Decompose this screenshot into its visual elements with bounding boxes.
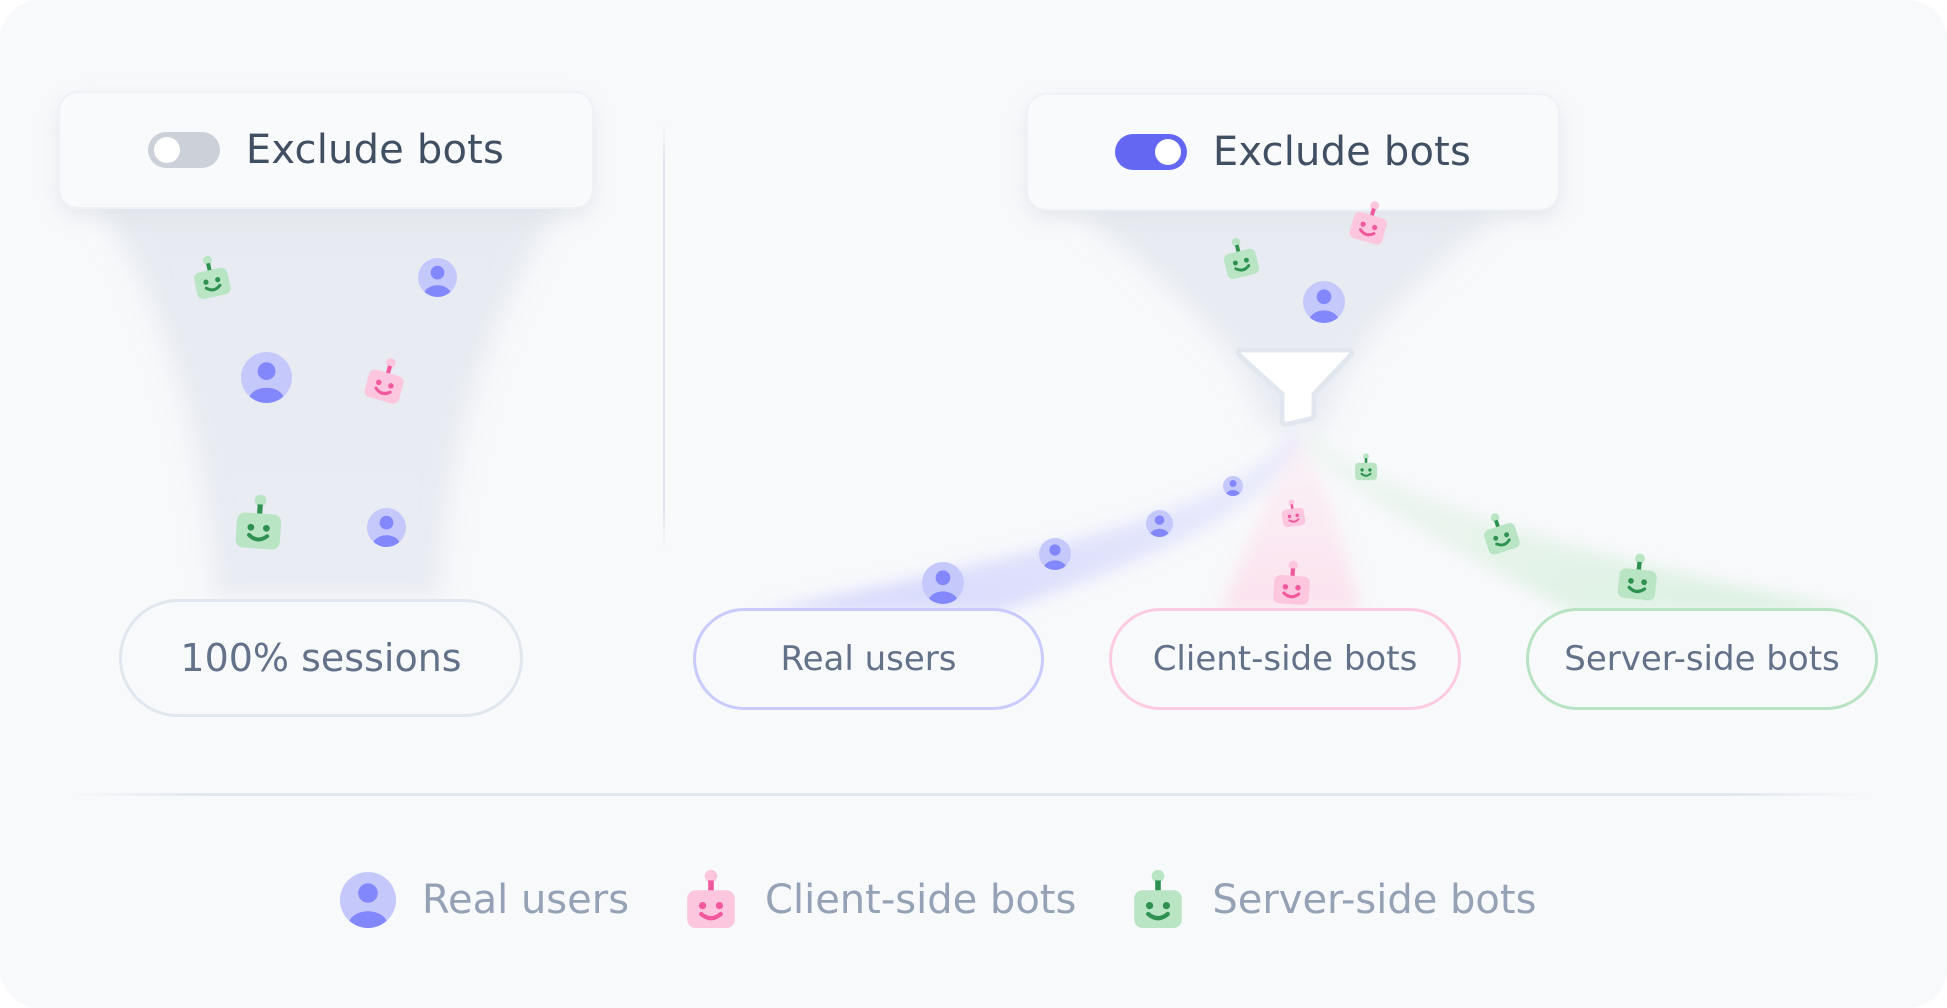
server-bot-icon [1475, 507, 1524, 558]
server-bot-icon [231, 493, 287, 554]
user-icon [1303, 281, 1345, 323]
user-icon [1145, 509, 1173, 537]
legend-divider [70, 793, 1870, 796]
server-side-bots-pill: Server-side bots [1526, 608, 1878, 710]
legend-label: Server-side bots [1212, 877, 1537, 923]
exclude-bots-label: Exclude bots [245, 127, 505, 173]
user-icon [1223, 476, 1243, 496]
left-stream [100, 210, 560, 600]
legend-label: Client-side bots [765, 877, 1077, 923]
client-bot-icon [1269, 558, 1314, 607]
all-sessions-pill: 100% sessions [119, 599, 523, 717]
client-side-bots-pill-label: Client-side bots [1152, 639, 1418, 679]
server-bot-icon [1130, 868, 1186, 932]
client-bot-icon [683, 868, 739, 932]
exclude-bots-card-on: Exclude bots [1028, 95, 1558, 209]
server-bot-icon [1217, 233, 1264, 283]
user-icon [922, 562, 964, 604]
server-side-bots-pill-label: Server-side bots [1564, 639, 1840, 679]
exclude-bots-toggle-off[interactable] [147, 132, 220, 168]
client-bot-icon [1278, 497, 1308, 529]
right-incoming-stream [1080, 215, 1500, 430]
server-bots-stream [1300, 430, 1860, 612]
legend-label: Real users [422, 877, 630, 923]
exclude-bots-label: Exclude bots [1212, 129, 1472, 175]
legend-item-client-side-bots: Client-side bots [683, 868, 1076, 932]
legend: Real users Client-side bots Server-side … [340, 868, 1590, 932]
user-icon [417, 257, 457, 297]
server-bot-icon [187, 251, 235, 302]
real-users-pill: Real users [693, 608, 1044, 710]
exclude-bots-card-off: Exclude bots [60, 93, 592, 207]
server-bot-icon [1353, 453, 1379, 482]
user-icon [1039, 538, 1071, 570]
panel-divider [663, 123, 665, 550]
user-icon [240, 351, 292, 403]
legend-item-server-side-bots: Server-side bots [1130, 868, 1536, 932]
filter-funnel-icon [1235, 347, 1355, 427]
client-bot-icon [359, 352, 412, 408]
all-sessions-label: 100% sessions [180, 636, 462, 680]
toggle-knob [1154, 139, 1181, 165]
real-users-stream [760, 430, 1305, 612]
exclude-bots-toggle-on[interactable] [1114, 134, 1187, 170]
user-icon [366, 507, 406, 547]
server-bot-icon [1614, 551, 1663, 604]
user-icon [340, 868, 396, 932]
legend-item-real-users: Real users [340, 868, 629, 932]
client-side-bots-pill: Client-side bots [1109, 608, 1461, 710]
toggle-knob [153, 137, 180, 163]
real-users-pill-label: Real users [780, 639, 957, 679]
client-bot-icon [1345, 195, 1396, 248]
